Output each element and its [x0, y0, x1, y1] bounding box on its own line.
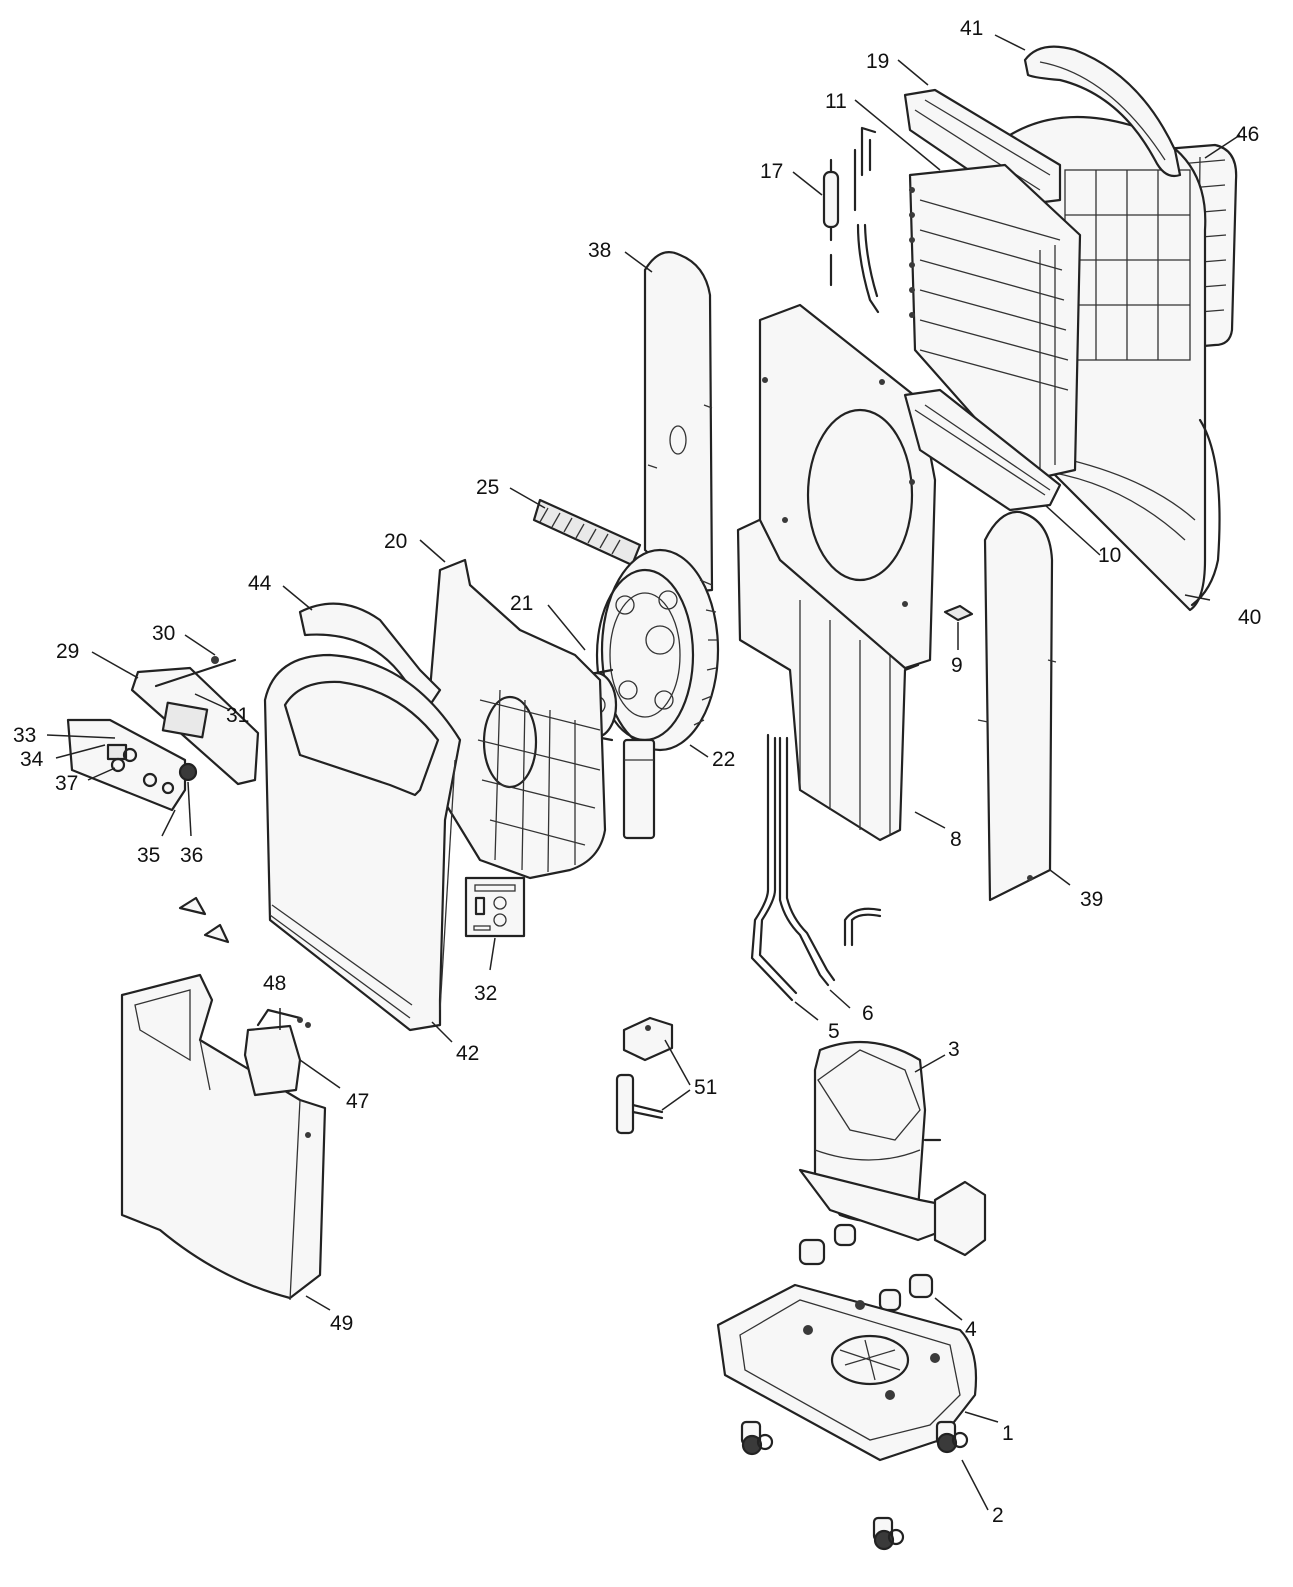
part-valves — [615, 1016, 674, 1135]
callout-41: 41 — [960, 17, 983, 40]
callout-3: 3 — [948, 1038, 960, 1061]
callout-2: 2 — [992, 1504, 1004, 1527]
callout-5: 5 — [828, 1020, 840, 1043]
part-filter-drier — [822, 126, 880, 314]
part-refrigerant-tubes — [750, 733, 882, 1002]
callout-33: 33 — [13, 724, 36, 747]
callout-labels: 41 19 11 46 17 38 25 20 10 44 40 21 30 2… — [13, 17, 1261, 1527]
callout-49: 49 — [330, 1312, 353, 1335]
part-evaporator-coil — [908, 163, 1082, 482]
callout-40: 40 — [1238, 606, 1261, 629]
callout-39: 39 — [1080, 888, 1103, 911]
callout-29: 29 — [56, 640, 79, 663]
part-condenser — [903, 388, 1062, 512]
callout-31: 31 — [226, 704, 249, 727]
callout-11: 11 — [825, 90, 847, 113]
callout-10: 10 — [1098, 544, 1121, 567]
part-blower-wheel — [595, 548, 720, 752]
callout-25: 25 — [476, 476, 499, 499]
callout-46: 46 — [1236, 123, 1259, 146]
callout-19: 19 — [866, 50, 889, 73]
part-compressor — [798, 1040, 987, 1257]
callout-35: 35 — [137, 844, 160, 867]
callout-38: 38 — [588, 239, 611, 262]
callout-37: 37 — [55, 772, 78, 795]
part-capacitor — [622, 738, 656, 840]
callout-47: 47 — [346, 1090, 369, 1113]
callout-32: 32 — [474, 982, 497, 1005]
part-control-board — [130, 656, 260, 786]
part-control-panel — [66, 718, 198, 812]
callout-34: 34 — [20, 748, 44, 771]
part-side-panel-right — [977, 510, 1057, 902]
callout-51: 51 — [694, 1076, 717, 1099]
part-fan-housing — [423, 558, 607, 880]
callout-30: 30 — [152, 622, 175, 645]
callout-1: 1 — [1002, 1422, 1014, 1445]
callout-22: 22 — [712, 748, 735, 771]
leader-lines — [46, 34, 1241, 1511]
part-water-bucket — [120, 973, 327, 1301]
part-filter-strip — [532, 498, 642, 567]
callout-9: 9 — [951, 654, 963, 677]
callout-42: 42 — [456, 1042, 479, 1065]
callout-8: 8 — [950, 828, 962, 851]
callout-36: 36 — [180, 844, 203, 867]
part-side-panel-left — [643, 251, 714, 594]
part-casters — [740, 1420, 969, 1551]
part-clip-9 — [943, 604, 974, 622]
callout-6: 6 — [862, 1002, 874, 1025]
callout-17: 17 — [760, 160, 783, 183]
callout-44: 44 — [248, 572, 272, 595]
part-small-clips — [178, 896, 230, 944]
part-base — [716, 1283, 978, 1462]
part-top-bracket — [903, 88, 1062, 207]
part-control-label — [464, 876, 526, 938]
part-grommets — [798, 1223, 934, 1312]
callout-20: 20 — [384, 530, 407, 553]
callout-4: 4 — [965, 1318, 977, 1341]
callout-48: 48 — [263, 972, 286, 995]
part-float — [243, 1008, 311, 1097]
part-partition-plate — [758, 303, 937, 670]
part-handle — [1023, 45, 1182, 178]
callout-21: 21 — [510, 592, 533, 615]
part-front-housing — [263, 653, 462, 1032]
